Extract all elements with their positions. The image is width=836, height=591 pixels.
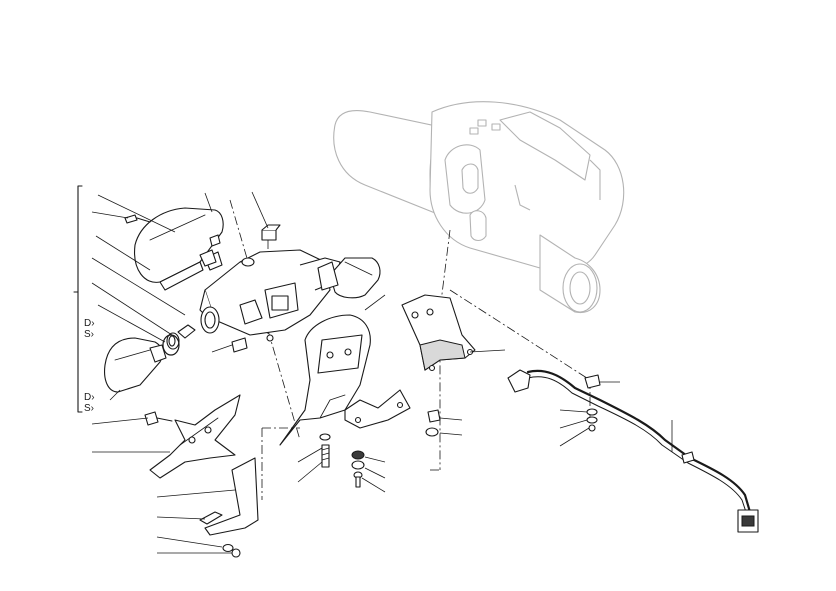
- note-lower: D› S›: [84, 392, 95, 414]
- center-fasteners: [319, 409, 441, 488]
- group-bracket: [77, 185, 83, 413]
- note-upper: D› S›: [84, 318, 95, 340]
- note-lower-line1: D›: [84, 392, 95, 403]
- support-bracket-right: [401, 294, 476, 372]
- turn-signal-left-upper: [134, 207, 224, 291]
- license-plate-holder: [279, 314, 411, 446]
- muffler-ghost: [333, 101, 625, 314]
- turn-signal-left-lower: [104, 334, 180, 393]
- turn-signal-right: [317, 257, 381, 299]
- note-lower-line2: S›: [84, 403, 94, 414]
- note-upper-line2: S›: [84, 329, 94, 340]
- l-bracket: [199, 457, 259, 558]
- leader-lines: [91, 191, 673, 554]
- cross-bracket: [144, 394, 241, 479]
- small-fasteners-left: [124, 214, 281, 353]
- wiring-harness: [507, 369, 759, 533]
- note-upper-line1: D›: [84, 318, 95, 329]
